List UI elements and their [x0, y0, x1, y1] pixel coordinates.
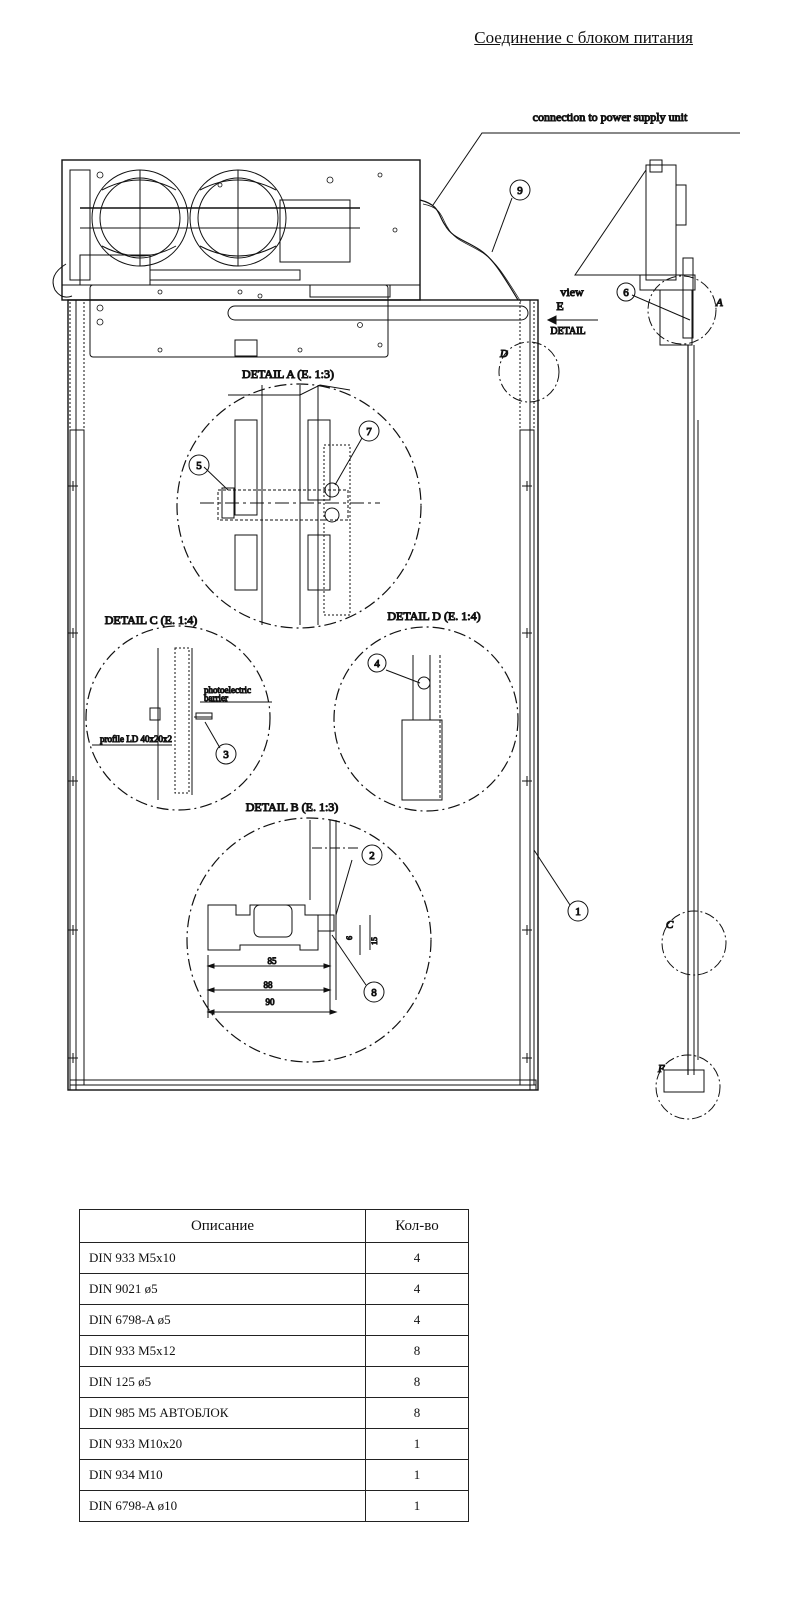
balloon-5: 5	[196, 460, 202, 472]
row-quantity: 8	[365, 1335, 469, 1367]
detail-c	[85, 625, 272, 811]
balloon-2: 2	[369, 850, 375, 862]
balloon-9: 9	[517, 185, 523, 197]
dim-6: 6	[345, 936, 354, 940]
row-quantity: 4	[365, 1242, 469, 1274]
front-view	[52, 132, 740, 1091]
detail-d	[333, 626, 519, 812]
balloon-numbers: 9 6 5 7 3 4 2 8 1	[196, 185, 630, 1000]
fastener-marks	[68, 481, 532, 1063]
view-label-2: E	[556, 299, 563, 313]
view-label-1: view	[560, 285, 584, 299]
balloon-8: 8	[371, 987, 377, 999]
row-description: DIN 933 M5x12	[79, 1335, 366, 1367]
detail-letter-f: F	[657, 1063, 665, 1075]
row-description: DIN 933 M10x20	[79, 1428, 366, 1460]
row-description: DIN 985 M5 АВТОБЛОК	[79, 1397, 366, 1429]
operator-unit	[52, 159, 529, 358]
photoelectric-label: photoelectric	[204, 685, 251, 695]
power-callout-label: connection to power supply unit	[533, 110, 688, 124]
row-quantity: 1	[365, 1428, 469, 1460]
dim-85: 85	[268, 956, 278, 966]
detail-letter-d: D	[499, 348, 508, 360]
row-quantity: 8	[365, 1397, 469, 1429]
profile-label: profile LD 40x20x2	[100, 734, 172, 744]
row-description: DIN 934 M10	[79, 1459, 366, 1491]
dim-15: 15	[370, 937, 379, 945]
row-quantity: 4	[365, 1304, 469, 1336]
technical-drawing: connection to power supply unit view E D…	[52, 110, 740, 1120]
row-description: DIN 933 M5x10	[79, 1242, 366, 1274]
parts-table-header: Описание Кол-во	[79, 1209, 469, 1243]
detail-b-title: DETAIL B (E. 1:3)	[246, 800, 339, 814]
balloon-7: 7	[366, 426, 372, 438]
detail-d-title: DETAIL D (E. 1:4)	[387, 609, 480, 623]
detail-a-title: DETAIL A (E. 1:3)	[242, 367, 334, 381]
dim-88: 88	[264, 980, 274, 990]
dim-90: 90	[266, 997, 276, 1007]
row-description: DIN 6798-A ø5	[79, 1304, 366, 1336]
balloon-6: 6	[623, 287, 629, 299]
row-quantity: 8	[365, 1366, 469, 1398]
side-view	[574, 159, 727, 1120]
row-quantity: 1	[365, 1490, 469, 1522]
detail-b	[186, 817, 432, 1063]
drawing-heading: Соединение с блоком питания	[474, 28, 693, 47]
header-quantity: Кол-во	[365, 1209, 469, 1243]
balloon-4: 4	[374, 658, 380, 670]
row-quantity: 4	[365, 1273, 469, 1305]
row-description: DIN 9021 ø5	[79, 1273, 366, 1305]
balloon-1: 1	[575, 906, 581, 918]
detail-letter-c: C	[666, 919, 674, 931]
detail-c-title: DETAIL C (E. 1:4)	[105, 613, 198, 627]
view-label-3: DETAIL	[550, 326, 585, 337]
header-description: Описание	[79, 1209, 366, 1243]
barrier-label: barrier	[204, 693, 228, 703]
row-quantity: 1	[365, 1459, 469, 1491]
detail-a	[176, 383, 422, 629]
item-balloons	[188, 179, 636, 1003]
detail-letter-a: A	[715, 297, 723, 309]
row-description: DIN 6798-A ø10	[79, 1490, 366, 1522]
balloon-3: 3	[223, 749, 229, 761]
row-description: DIN 125 ø5	[79, 1366, 366, 1398]
